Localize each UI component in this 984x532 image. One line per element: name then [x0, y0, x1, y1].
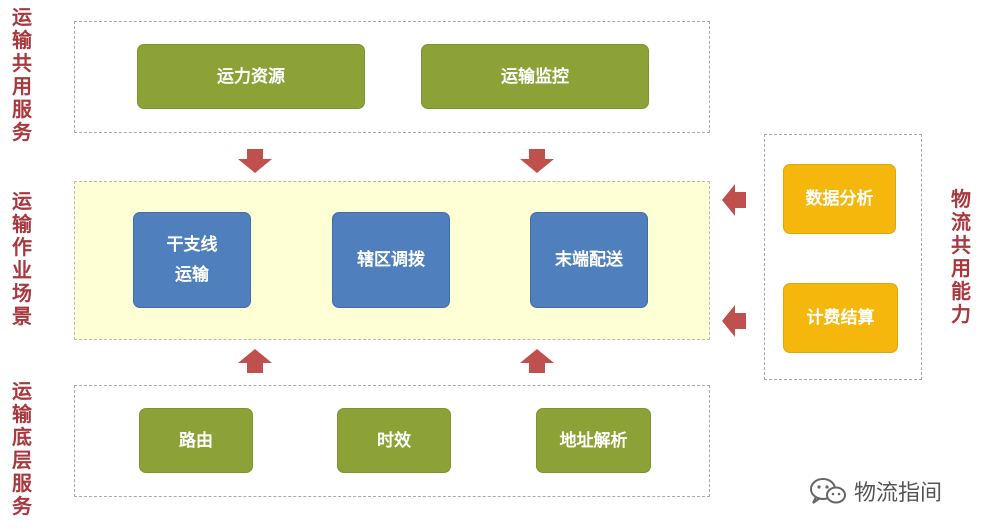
down-arrow-icon — [520, 149, 554, 173]
watermark: 物流指间 — [808, 474, 942, 508]
watermark-text: 物流指间 — [854, 481, 943, 506]
panel-base-services — [74, 385, 710, 497]
box-routing: 路由 — [139, 408, 253, 473]
box-trunk-transport: 干支线 运输 — [133, 212, 251, 308]
down-arrow-icon — [238, 149, 272, 173]
box-transport-monitoring: 运输监控 — [421, 44, 649, 109]
left-arrow-icon — [722, 184, 746, 216]
label-logistics-capability: 物 流 共 用 能 力 — [951, 187, 971, 326]
up-arrow-icon — [238, 349, 272, 373]
box-capacity-resources: 运力资源 — [137, 44, 365, 109]
box-timeliness: 时效 — [337, 408, 451, 473]
label-shared-services: 运 输 共 用 服 务 — [12, 5, 32, 144]
panel-logistics-capability — [764, 134, 922, 380]
box-billing-settlement: 计费结算 — [783, 283, 898, 353]
box-district-allocation: 辖区调拨 — [332, 212, 450, 308]
panel-shared-services — [74, 21, 710, 133]
left-arrow-icon — [722, 305, 746, 337]
box-data-analysis: 数据分析 — [783, 164, 896, 234]
wechat-icon — [810, 478, 846, 504]
label-base-services: 运 输 底 层 服 务 — [12, 379, 32, 518]
up-arrow-icon — [520, 349, 554, 373]
label-operation-scenarios: 运 输 作 业 场 景 — [12, 189, 32, 328]
box-address-parsing: 地址解析 — [536, 408, 651, 473]
box-last-mile-delivery: 末端配送 — [530, 212, 648, 308]
